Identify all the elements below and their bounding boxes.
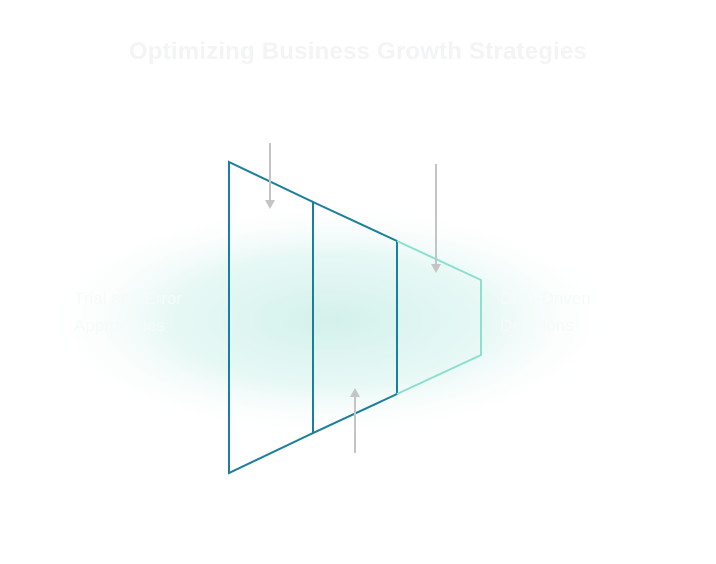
right-stage-label: Data-Driven Decisions <box>500 285 680 339</box>
right-label-line-1: Data-Driven <box>500 289 591 308</box>
left-label-line-2: Approaches <box>74 316 165 335</box>
right-label-line-2: Decisions <box>500 316 574 335</box>
left-stage-label: Trial and Error Approaches <box>74 285 224 339</box>
arrow-up-1 <box>350 388 360 453</box>
left-label-line-1: Trial and Error <box>74 289 183 308</box>
background-glow <box>40 200 620 440</box>
arrow-down-2 <box>431 164 441 273</box>
funnel-stage-3 <box>396 240 482 395</box>
diagram-title: Optimizing Business Growth Strategies <box>128 38 588 65</box>
arrow-down-1 <box>265 143 275 209</box>
